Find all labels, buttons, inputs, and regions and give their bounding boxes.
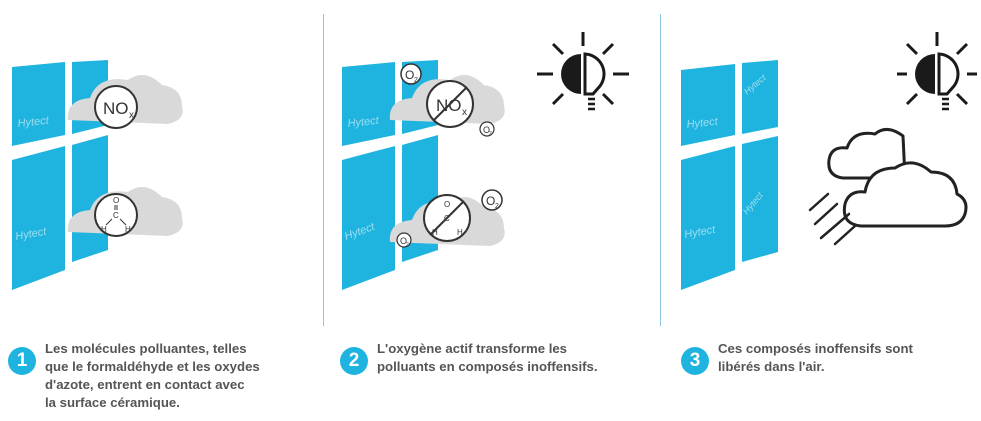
o2-label: O	[486, 194, 495, 208]
oxygen-atom-label: O	[113, 196, 119, 205]
forbidden-icon	[432, 86, 468, 122]
o2-subscript: 2	[489, 131, 492, 137]
cloud-formaldehyde-neutralised: O C H H O 2 O 2	[389, 189, 505, 248]
step-text-line: que le formaldéhyde et les oxydes	[45, 359, 260, 374]
forbidden-icon	[429, 200, 465, 236]
hydrogen-atom-label: H	[125, 225, 131, 234]
brand-label: Hytect	[17, 115, 50, 130]
cloud-nox: NO x	[67, 75, 183, 129]
cloud-formaldehyde: O C H H	[67, 187, 183, 237]
nox-subscript: x	[129, 110, 134, 121]
step-text-line: la surface céramique.	[45, 395, 180, 410]
o2-subscript: 2	[406, 242, 409, 248]
divider-2	[660, 14, 661, 326]
nox-label: NO	[103, 99, 129, 118]
facade-tiles: Hytect Hytect Hytect Hytect	[681, 60, 778, 290]
step-text-line: Ces composés inoffensifs sont	[718, 341, 913, 356]
step-number-badge: 3	[681, 347, 709, 375]
panel-3-illustration: Hytect Hytect Hytect Hytect	[681, 32, 977, 290]
brand-label: Hytect	[347, 115, 380, 130]
o2-subscript: 2	[414, 77, 418, 84]
wind-icon	[808, 192, 857, 246]
o2-subscript: 2	[495, 203, 499, 210]
carbon-atom-label: C	[113, 211, 119, 220]
step-number-badge: 1	[8, 347, 36, 375]
weather-cloud-icon	[827, 128, 968, 228]
hydrogen-atom-label: H	[457, 228, 463, 237]
o2-label: O	[483, 125, 490, 135]
step-description: Ces composés inoffensifs sont libérés da…	[718, 340, 913, 376]
o2-label: O	[400, 236, 407, 246]
oxygen-atom-label: O	[444, 200, 450, 209]
hydrogen-atom-label: H	[101, 225, 107, 234]
nox-subscript: x	[462, 107, 467, 118]
step-text-line: d'azote, entrent en contact avec	[45, 377, 245, 392]
brand-label: Hytect	[686, 116, 719, 131]
step-description: Les molécules polluantes, telles que le …	[45, 340, 260, 412]
step-text-line: polluants en composés inoffensifs.	[377, 359, 598, 374]
step-text-line: libérés dans l'air.	[718, 359, 825, 374]
o2-label: O	[405, 68, 414, 82]
step-text-line: L'oxygène actif transforme les	[377, 341, 568, 356]
hydrogen-atom-label: H	[432, 228, 438, 237]
step-2: 2 L'oxygène actif transforme les polluan…	[340, 340, 598, 376]
step-1: 1 Les molécules polluantes, telles que l…	[8, 340, 260, 412]
step-text-line: Les molécules polluantes, telles	[45, 341, 247, 356]
panel-1-illustration: Hytect Hytect NO x O C H H	[12, 60, 183, 290]
step-3: 3 Ces composés inoffensifs sont libérés …	[681, 340, 913, 376]
brand-label: Hytect	[14, 226, 48, 243]
brand-label: Hytect	[683, 224, 717, 241]
step-number-badge: 2	[340, 347, 368, 375]
sun-bulb-icon	[897, 32, 977, 111]
divider-1	[323, 14, 324, 326]
sun-bulb-icon	[537, 32, 629, 111]
cloud-nox-neutralised: NO x O 2 O 2	[389, 63, 505, 137]
panel-2-illustration: Hytect Hytect NO x O 2 O 2 O C H H O 2 O…	[342, 32, 629, 290]
step-description: L'oxygène actif transforme les polluants…	[377, 340, 598, 376]
